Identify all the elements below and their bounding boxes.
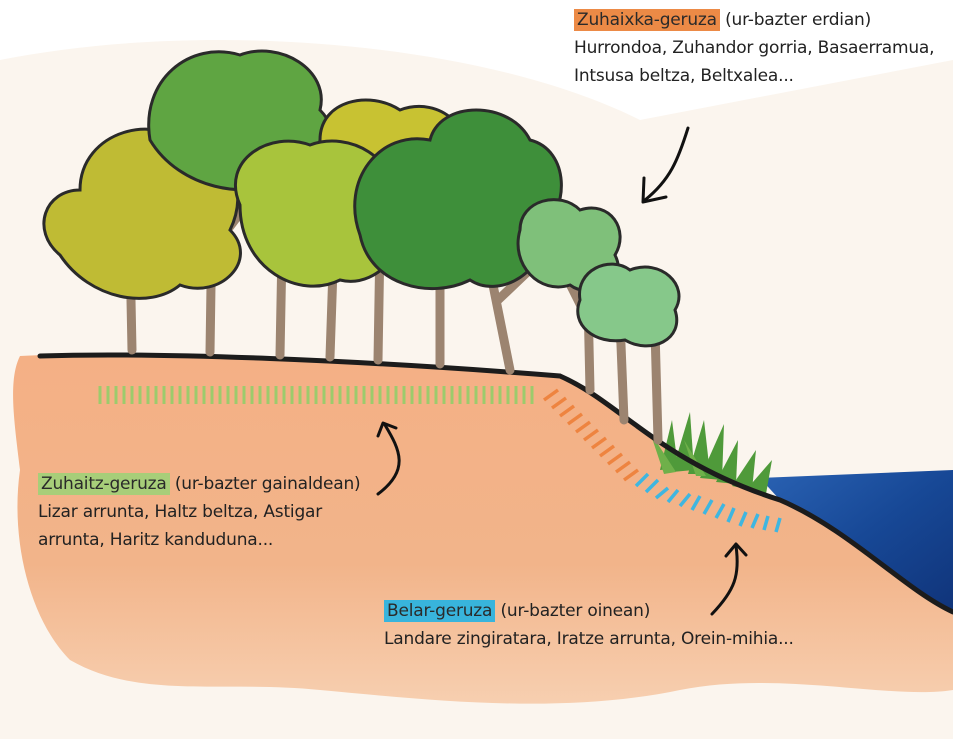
tree-layer-title-line: Zuhaitz-geruza (ur-bazter gainaldean) (38, 470, 360, 498)
herb-layer-name: Belar-geruza (384, 600, 495, 622)
shrub-species-line2: Intsusa beltza, Beltxalea... (574, 62, 934, 90)
tree-species-line2: arrunta, Haritz kanduduna... (38, 526, 360, 554)
herb-layer-label: Belar-geruza (ur-bazter oinean) Landare … (384, 597, 794, 653)
herb-layer-position: (ur-bazter oinean) (500, 601, 650, 621)
shrub-species-line1: Hurrondoa, Zuhandor gorria, Basaerramua, (574, 34, 934, 62)
tree-layer-position: (ur-bazter gainaldean) (175, 474, 361, 494)
shrub-layer-name: Zuhaixka-geruza (574, 9, 720, 31)
shrub-layer-position: (ur-bazter erdian) (725, 10, 871, 30)
tree-layer-name: Zuhaitz-geruza (38, 473, 170, 495)
herb-layer-title-line: Belar-geruza (ur-bazter oinean) (384, 597, 794, 625)
shrub-layer-label: Zuhaixka-geruza (ur-bazter erdian) Hurro… (574, 6, 934, 90)
tree-layer-label: Zuhaitz-geruza (ur-bazter gainaldean) Li… (38, 470, 360, 554)
tree-species-line1: Lizar arrunta, Haltz beltza, Astigar (38, 498, 360, 526)
tree-layer-marker (100, 386, 532, 404)
shrub-layer-title-line: Zuhaixka-geruza (ur-bazter erdian) (574, 6, 934, 34)
herb-species-line1: Landare zingiratara, Iratze arrunta, Ore… (384, 625, 794, 653)
canopy-shape (578, 264, 679, 346)
